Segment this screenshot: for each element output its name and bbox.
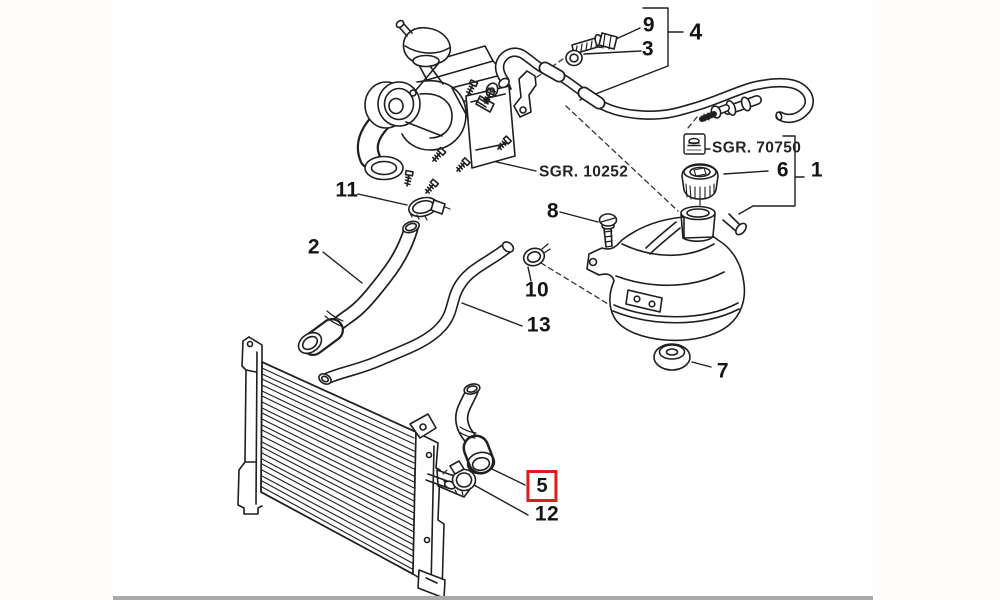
right-margin	[873, 0, 1000, 600]
tank-cap	[681, 163, 719, 200]
callout-12[interactable]: 12	[534, 502, 560, 526]
bolt-9	[571, 32, 618, 55]
radiator-fins	[261, 367, 415, 571]
outlet-hose-5	[454, 383, 496, 475]
left-margin	[0, 0, 113, 600]
lower-long-hose	[318, 241, 515, 385]
callout-1[interactable]: 1	[810, 158, 824, 182]
radiator	[237, 336, 471, 599]
callout-4[interactable]: 4	[689, 18, 703, 45]
callout-9[interactable]: 9	[642, 13, 656, 37]
panel-bottom-edge	[113, 596, 873, 600]
callout-2[interactable]: 2	[307, 235, 321, 259]
hose-clamp-11	[408, 196, 451, 221]
callout-3[interactable]: 3	[641, 37, 655, 61]
turbocharger-assembly	[356, 19, 516, 197]
washer-3	[565, 49, 583, 67]
expansion-tank	[586, 205, 747, 342]
callout-5-highlighted[interactable]: 5	[526, 470, 558, 502]
water-pipe-assembly	[494, 32, 814, 124]
tank-filler-neck	[680, 205, 716, 242]
callout-10[interactable]: 10	[524, 278, 550, 302]
grommet-7	[653, 343, 691, 371]
callout-13[interactable]: 13	[526, 313, 552, 337]
hose-clamp-10	[522, 243, 551, 267]
hose-clamp-12	[442, 460, 477, 496]
reference-icon	[683, 133, 706, 155]
callout-8[interactable]: 8	[546, 199, 560, 223]
ref-label-sgr-70750[interactable]: SGR. 70750	[712, 139, 802, 157]
callout-11[interactable]: 11	[335, 178, 359, 202]
callout-6[interactable]: 6	[776, 158, 790, 182]
upper-radiator-hose	[297, 220, 420, 356]
ref-label-sgr-10252[interactable]: SGR. 10252	[539, 163, 629, 181]
bolt-8	[598, 213, 618, 248]
callout-7[interactable]: 7	[716, 359, 730, 383]
